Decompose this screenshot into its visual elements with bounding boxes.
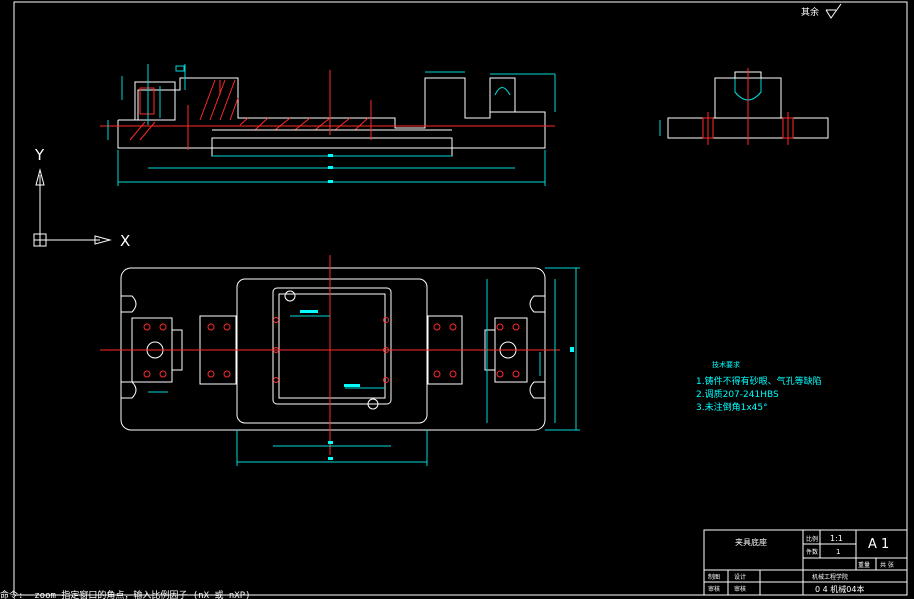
tech-req-item-1: 1.铸件不得有砂眼、气孔等缺陷	[696, 375, 822, 387]
checked-by: 审核	[734, 585, 746, 593]
roughness-symbol-icon	[825, 3, 842, 19]
title-name: 夹具底座	[735, 537, 767, 547]
technical-requirements: 技术要求 1.铸件不得有砂眼、气孔等缺陷 2.调质207-241HBS 3.未注…	[696, 360, 822, 413]
drawn-by: 设计	[734, 573, 746, 581]
drawing-number: 0 4 机械04本	[815, 584, 864, 594]
checked-label: 审核	[708, 585, 720, 593]
school-name: 机械工程学院	[812, 573, 848, 581]
front-view[interactable]	[100, 64, 556, 186]
drawn-label: 制图	[708, 573, 720, 581]
sheet-label: 共 张	[880, 561, 894, 569]
y-axis-label: Y	[34, 146, 45, 164]
scale-value: 1:1	[830, 534, 843, 543]
tech-req-item-2: 2.调质207-241HBS	[696, 388, 779, 400]
roughness-note: 其余	[801, 6, 819, 18]
weight-label: 重量	[858, 561, 870, 569]
sheet-size: A 1	[868, 537, 889, 552]
qty-value: 1	[836, 548, 840, 556]
top-view[interactable]	[100, 255, 580, 466]
x-axis-label: X	[120, 232, 130, 250]
command-line[interactable]: 命令: _zoom 指定窗口的角点，输入比例因子 (nX 或 nXP)	[0, 591, 251, 599]
tech-req-item-3: 3.未注倒角1x45°	[696, 401, 768, 413]
side-view[interactable]	[659, 68, 829, 145]
ucs-axis-icon	[33, 168, 112, 247]
scale-label: 比例	[806, 535, 818, 543]
tech-req-heading: 技术要求	[712, 360, 740, 369]
title-block[interactable]: 夹具底座 比例 1:1 件数 1 A 1 重量 共 张 制图 设计 审核 审核 …	[703, 529, 908, 596]
drawing-frame	[13, 1, 908, 596]
qty-label: 件数	[806, 548, 818, 556]
